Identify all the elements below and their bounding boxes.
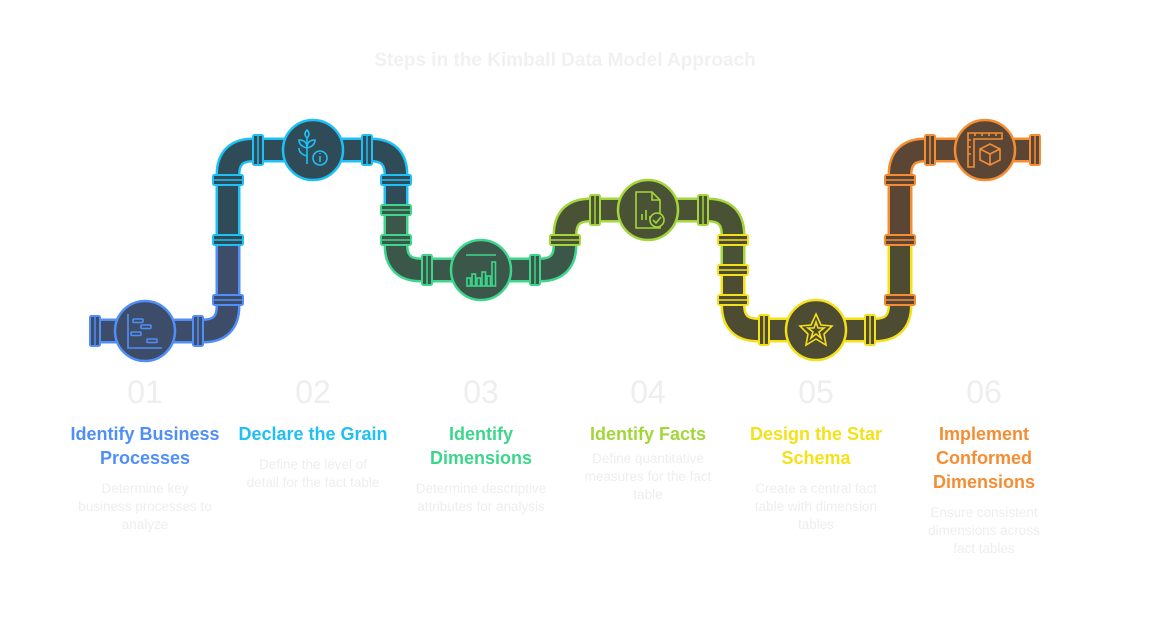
step-description: Define quantitative measures for the fac…	[584, 451, 712, 502]
step-description: Create a central fact table with dimensi…	[754, 481, 878, 532]
bar-chart-icon	[449, 238, 513, 302]
step-description: Determine descriptive attributes for ana…	[415, 481, 547, 514]
step-heading: Implement Conformed Dimensions	[932, 424, 1036, 492]
step-number: 04	[630, 374, 666, 410]
step-number: 01	[127, 374, 163, 410]
step-6: 06 Implement Conformed Dimensions Ensure…	[909, 372, 1059, 558]
step-heading: Identify Business Processes	[70, 424, 220, 468]
step-number: 05	[798, 374, 834, 410]
step-heading: Declare the Grain	[238, 424, 388, 444]
step-description: Ensure consistent dimensions across fact…	[928, 505, 1040, 556]
step-3: 03 Identify Dimensions Determine descrip…	[406, 372, 556, 516]
step-1: 01 Identify Business Processes Determine…	[70, 372, 220, 534]
step-heading: Design the Star Schema	[749, 424, 883, 468]
document-check-icon	[616, 178, 680, 242]
step-number: 02	[295, 374, 331, 410]
step-4: 04 Identify Facts Define quantitative me…	[573, 372, 723, 504]
step-2: 02 Declare the Grain Define the level of…	[238, 372, 388, 492]
diagram-title: Steps in the Kimball Data Model Approach	[374, 50, 756, 71]
step-5: 05 Design the Star Schema Create a centr…	[741, 372, 891, 534]
step-heading: Identify Facts	[589, 424, 707, 444]
step-heading: Identify Dimensions	[429, 424, 533, 468]
wheat-info-icon	[281, 118, 345, 182]
step-description: Determine key business processes to anal…	[78, 481, 212, 532]
step-description: Define the level of detail for the fact …	[246, 457, 380, 490]
star-icon	[784, 298, 848, 362]
step-number: 03	[463, 374, 499, 410]
step-number: 06	[966, 374, 1002, 410]
cube-ruler-icon	[953, 118, 1017, 182]
gantt-chart-icon	[113, 299, 177, 363]
